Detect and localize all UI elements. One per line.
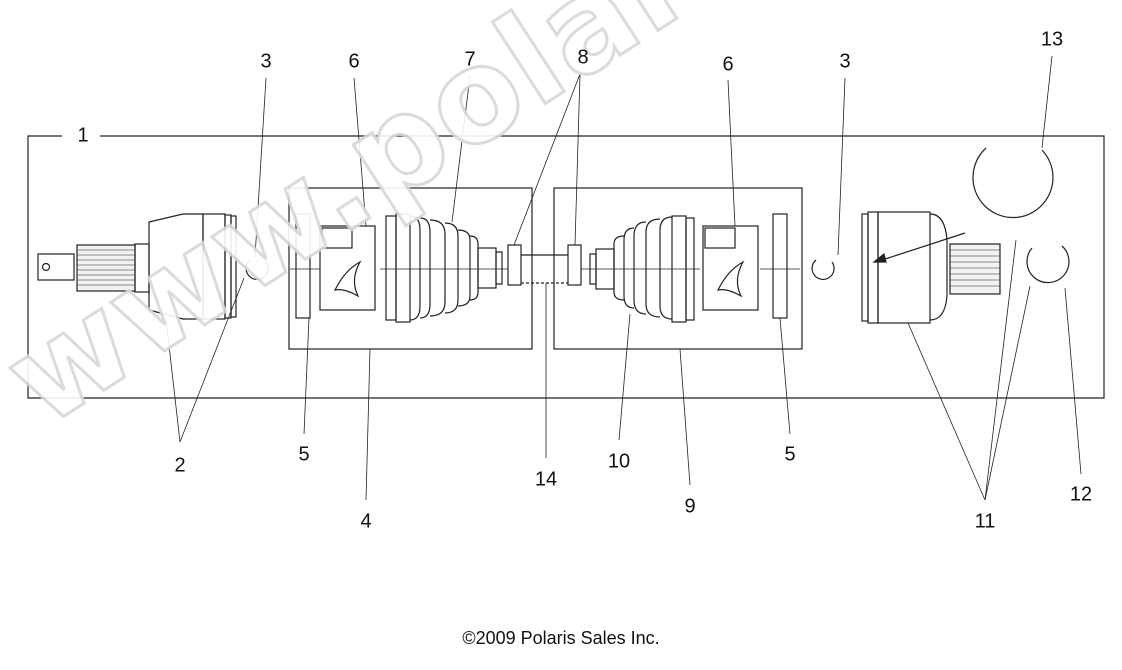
callout-label-5: 5 <box>298 443 310 466</box>
circlip-right <box>811 259 835 281</box>
callout-label-4: 4 <box>360 510 372 533</box>
clamp-right <box>772 213 788 319</box>
callout-label-8: 8 <box>577 46 589 69</box>
callout-label-6: 6 <box>722 53 734 76</box>
grease-packet-right <box>702 225 759 311</box>
callout-label-1: 1 <box>77 124 89 147</box>
circlip-left <box>245 259 269 281</box>
inner-cv-joint <box>861 211 1001 324</box>
boot-kit-box-left <box>288 187 533 350</box>
outer-cv-joint <box>37 213 237 320</box>
callout-label-6: 6 <box>348 50 360 73</box>
callout-label-13: 13 <box>1040 28 1064 51</box>
boot-kit-box-right <box>553 187 803 350</box>
small-clamp-left <box>507 244 522 286</box>
callout-label-10: 10 <box>607 450 631 473</box>
callout-label-5: 5 <box>784 443 796 466</box>
small-ring <box>1026 245 1070 284</box>
clamp-left <box>295 213 311 319</box>
callout-label-14: 14 <box>534 468 558 491</box>
callout-label-3: 3 <box>260 50 272 73</box>
callout-label-11: 11 <box>974 510 996 533</box>
boot-left <box>385 213 503 323</box>
assembly-frame <box>27 135 1105 399</box>
grease-packet-left <box>319 225 376 311</box>
boot-right <box>589 215 695 323</box>
callout-label-9: 9 <box>684 495 696 518</box>
callout-label-7: 7 <box>464 48 476 71</box>
callout-label-2: 2 <box>174 454 186 477</box>
copyright-text: ©2009 Polaris Sales Inc. <box>462 628 660 648</box>
callout-label-12: 12 <box>1069 483 1093 506</box>
small-clamp-right <box>567 244 582 286</box>
large-ring <box>972 147 1054 219</box>
callout-label-3: 3 <box>839 50 851 73</box>
